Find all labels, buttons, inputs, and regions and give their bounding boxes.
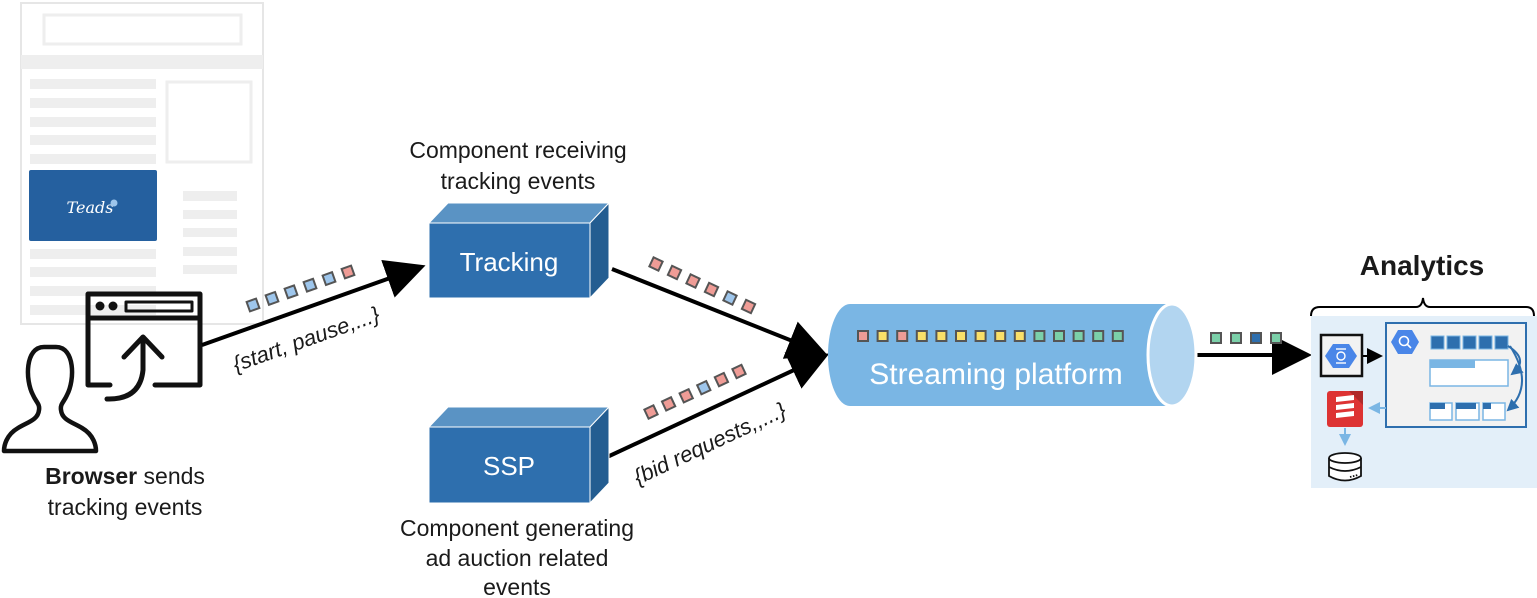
bq-small-header-1: [1430, 403, 1445, 409]
bq-small-header-2: [1456, 403, 1476, 409]
teads-logo: Teads: [67, 198, 114, 217]
browser-window-icon: [85, 291, 203, 388]
stream-queue-event-pink: [896, 330, 909, 342]
browser-flow-event-pink: [340, 264, 356, 280]
dataflow-icon: [1319, 333, 1364, 378]
stream-queue-event-green: [1033, 330, 1046, 342]
tracking-box-label: Tracking: [460, 247, 559, 277]
bq-small-header-3: [1483, 403, 1491, 409]
tracking-caption-line1: Component receiving: [409, 137, 626, 163]
bigquery-magnifier-handle: [1406, 343, 1412, 349]
ssp-flow-event-pink: [678, 387, 695, 404]
page-nav-bar: [21, 55, 263, 69]
output-flow-event-dark_blue: [1250, 332, 1262, 344]
tracking-flow-event-pink: [740, 298, 757, 315]
event-stream-ssp-to-stream: [643, 363, 747, 420]
bigquery-icon: [1391, 330, 1419, 354]
stream-queue-event-green: [1111, 330, 1124, 342]
stream-queue-event-yellow: [974, 330, 987, 342]
scala-icon: [1327, 391, 1363, 427]
stream-queue-event-green: [1072, 330, 1085, 342]
tracking-flow-event-pink: [685, 273, 701, 289]
ssp-flow-event-blue: [695, 379, 712, 396]
stream-queue-event-yellow: [1013, 330, 1026, 342]
page-image-placeholder: [165, 80, 253, 164]
browser-flow-event-blue: [302, 277, 318, 293]
stream-queue-event-green: [1092, 330, 1105, 342]
output-flow-event-green: [1210, 332, 1222, 344]
streaming-platform-cylinder: Streaming platform: [828, 302, 1198, 408]
ssp-flow-event-pink: [713, 371, 730, 388]
bigquery-table-wide-header: [1430, 360, 1475, 368]
bigquery-panel: [1385, 322, 1527, 428]
ssp-box-label: SSP: [483, 451, 535, 481]
page-text-lines: [30, 79, 237, 315]
output-flow-event-green: [1230, 332, 1242, 344]
page-header-bar: [42, 13, 243, 46]
stream-queue-event-yellow: [876, 330, 889, 342]
ssp-caption-line1: Component generating: [400, 515, 634, 541]
ssp-flow-event-pink: [643, 404, 659, 420]
browser-caption-line2: tracking events: [48, 494, 203, 520]
bigquery-flow-arrow-2: [1506, 345, 1523, 412]
analytics-brace: [1310, 297, 1535, 317]
bigquery-table-block: [1462, 335, 1477, 350]
event-stream-stream-to-analytics: [1210, 332, 1282, 344]
stream-queue-event-yellow: [915, 330, 928, 342]
browser-flow-event-blue: [245, 297, 261, 313]
arrow-browser-to-tracking: [201, 259, 426, 347]
event-stream-browser-to-tracking: [245, 264, 356, 313]
tracking-flow-event-pink: [703, 281, 720, 298]
web-page-mockup: Teads: [20, 2, 264, 325]
analytics-title: Analytics: [1360, 250, 1485, 281]
ssp-caption-line2: ad auction related: [426, 545, 609, 571]
browser-caption-line1: Browser sends: [45, 463, 205, 489]
stream-queue-event-yellow: [935, 330, 948, 342]
database-icon: [1328, 452, 1362, 482]
streaming-platform-label: Streaming platform: [869, 358, 1122, 391]
stream-cylinder-end: [1146, 302, 1198, 408]
teads-logo-dot: [110, 199, 118, 207]
ssp-flow-event-pink: [731, 363, 747, 380]
event-queue-streaming: [857, 330, 1124, 342]
stream-queue-event-yellow: [955, 330, 967, 342]
browser-flow-event-blue: [321, 270, 337, 287]
tracking-component-box: Tracking: [427, 201, 611, 300]
bigquery-magnifier-icon: [1398, 335, 1410, 347]
ssp-caption-line3: events: [483, 574, 551, 598]
stream-queue-event-pink: [857, 330, 869, 342]
bigquery-table-block: [1430, 335, 1445, 350]
bigquery-table-block: [1494, 335, 1509, 350]
bigquery-table-block: [1478, 335, 1493, 350]
event-stream-tracking-to-stream: [648, 256, 757, 315]
arrow-tracking-to-stream: [611, 267, 828, 359]
ssp-flow-event-pink: [660, 395, 677, 412]
output-flow-event-green: [1270, 332, 1282, 344]
browser-flow-event-blue: [283, 284, 299, 300]
person-icon: [1, 344, 99, 454]
tracking-flow-event-blue: [722, 290, 738, 306]
stream-queue-event-yellow: [994, 330, 1007, 342]
tracking-caption-line2: tracking events: [441, 168, 596, 194]
ssp-component-box: SSP: [427, 405, 611, 505]
upload-arrow-icon: [104, 334, 165, 402]
bigquery-table-blocks: [1430, 335, 1509, 350]
tracking-flow-event-pink: [648, 256, 664, 272]
arrow-ssp-to-stream: [589, 352, 830, 467]
tracking-flow-event-pink: [666, 264, 683, 281]
bigquery-table-block: [1446, 335, 1461, 350]
stream-queue-event-green: [1053, 330, 1065, 342]
browser-flow-event-blue: [264, 290, 280, 307]
teads-ad-banner: [29, 170, 157, 241]
